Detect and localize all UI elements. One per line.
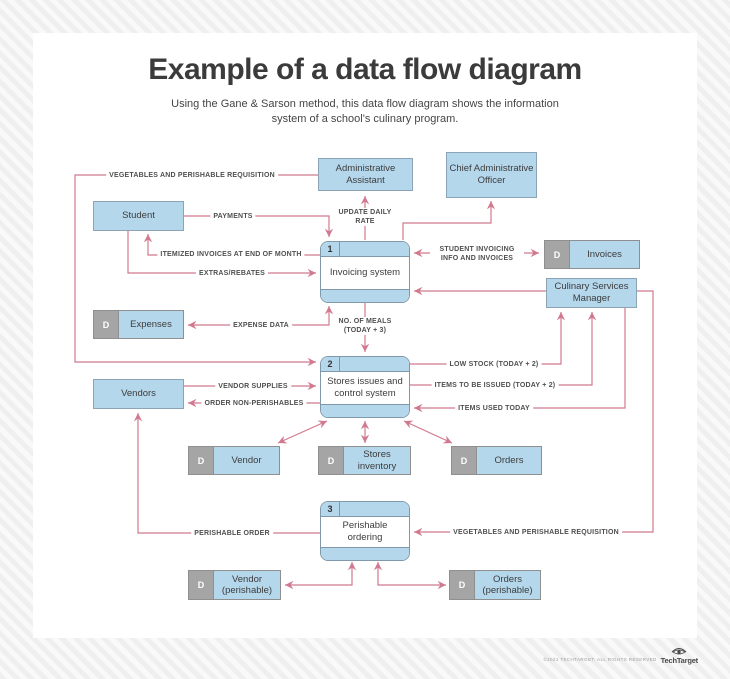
flow-label-payments: PAYMENTS <box>210 212 256 222</box>
entity-administrative-assistant: Administrative Assistant <box>318 158 413 191</box>
flow-label-expense-data: EXPENSE DATA <box>230 321 292 331</box>
store-orders-perishable: D Orders (perishable) <box>449 570 541 600</box>
flow-label-veg-requisition-bottom: VEGETABLES AND PERISHABLE REQUISITION <box>450 528 622 538</box>
flow-payments <box>184 215 334 237</box>
eye-icon <box>671 648 687 655</box>
flow-label-perishable-order: PERISHABLE ORDER <box>191 529 273 539</box>
store-label: Orders (perishable) <box>482 573 533 596</box>
process-label: Perishable ordering <box>342 520 388 543</box>
store-stores-inventory: D Stores inventory <box>318 446 411 475</box>
flow-label-update-daily-rate: UPDATE DAILY RATE <box>333 208 397 227</box>
store-vendor: D Vendor <box>188 446 280 475</box>
store-label: Vendor (perishable) <box>221 573 273 596</box>
store-d-cell: D <box>94 311 119 338</box>
flow-label-no-of-meals: NO. OF MEALS (TODAY + 3) <box>331 317 399 336</box>
store-invoices: D Invoices <box>544 240 640 269</box>
flow-label-low-stock: LOW STOCK (TODAY + 2) <box>446 360 542 370</box>
flow-items-used-today <box>414 308 626 413</box>
flow-to-chief-admin <box>402 201 496 240</box>
process-number: 2 <box>321 357 340 371</box>
flow-label-items-used-today: ITEMS USED TODAY <box>455 404 533 414</box>
entity-label: Chief Administrative Officer <box>449 163 534 186</box>
flow-veg-requisition-bottom <box>414 290 654 537</box>
flow-items-to-be-issued <box>410 312 597 386</box>
entity-student: Student <box>93 201 184 231</box>
store-d-cell: D <box>189 571 214 599</box>
store-d-cell: D <box>452 447 477 474</box>
store-expenses: D Expenses <box>93 310 184 339</box>
flow-orders-perishable-link <box>373 562 446 590</box>
flow-label-student-invoicing-info: STUDENT INVOICING INFO AND INVOICES <box>430 245 524 264</box>
process-invoicing-system: 1 Invoicing system <box>320 241 410 303</box>
store-orders: D Orders <box>451 446 542 475</box>
process-number: 3 <box>321 502 340 516</box>
store-d-cell: D <box>319 447 344 474</box>
page-title: Example of a data flow diagram <box>148 53 582 86</box>
process-header: 3 <box>321 502 409 517</box>
entity-vendors: Vendors <box>93 379 184 409</box>
flow-label-items-to-be-issued: ITEMS TO BE ISSUED (TODAY + 2) <box>431 381 559 391</box>
entity-label: Administrative Assistant <box>335 162 396 186</box>
process-number: 1 <box>321 242 340 256</box>
process-label: Invoicing system <box>329 267 401 279</box>
process-header: 1 <box>321 242 409 257</box>
store-label: Expenses <box>130 318 172 330</box>
entity-label: Student <box>122 210 155 222</box>
page-subtitle: Using the Gane & Sarson method, this dat… <box>171 98 559 125</box>
process-footer <box>321 547 409 560</box>
process-stores-issues: 2 Stores issues and control system <box>320 356 410 418</box>
process-footer <box>321 289 409 302</box>
copyright-text: ©2021 TECHTARGET, ALL RIGHTS RESERVED <box>543 657 657 662</box>
brand-name: TechTarget <box>660 656 699 665</box>
flow-label-order-non-perishables: ORDER NON-PERISHABLES <box>201 399 307 409</box>
process-footer <box>321 404 409 417</box>
flow-stores-orders-link <box>403 420 453 444</box>
store-d-cell: D <box>545 241 570 268</box>
flow-label-veg-requisition-top: VEGETABLES AND PERISHABLE REQUISITION <box>106 171 278 181</box>
store-label: Stores inventory <box>357 449 397 472</box>
process-perishable-ordering: 3 Perishable ordering <box>320 501 410 561</box>
flow-label-extras-rebates: EXTRAS/REBATES <box>195 269 269 279</box>
store-d-cell: D <box>189 447 214 474</box>
store-label: Vendor <box>231 454 262 466</box>
flow-low-stock <box>410 312 566 365</box>
flow-label-vendor-supplies: VENDOR SUPPLIES <box>215 382 291 392</box>
entity-chief-administrative-officer: Chief Administrative Officer <box>446 152 537 198</box>
flow-label-itemized-invoices: ITEMIZED INVOICES AT END OF MONTH <box>157 250 305 260</box>
flow-stores-vendor-link <box>277 420 328 444</box>
entity-label: Vendors <box>121 388 156 400</box>
store-label: Orders <box>494 454 524 466</box>
techtarget-logo: TechTarget <box>661 646 698 665</box>
entity-label: Culinary Services Manager <box>554 281 629 304</box>
store-vendor-perishable: D Vendor (perishable) <box>188 570 281 600</box>
entity-culinary-services-manager: Culinary Services Manager <box>546 278 637 308</box>
process-label: Stores issues and control system <box>327 376 403 399</box>
footer: ©2021 TECHTARGET, ALL RIGHTS RESERVED Te… <box>543 646 698 665</box>
store-label: Invoices <box>587 248 622 260</box>
flow-vendor-perishable-link <box>285 562 357 590</box>
process-header: 2 <box>321 357 409 372</box>
store-d-cell: D <box>450 571 475 599</box>
